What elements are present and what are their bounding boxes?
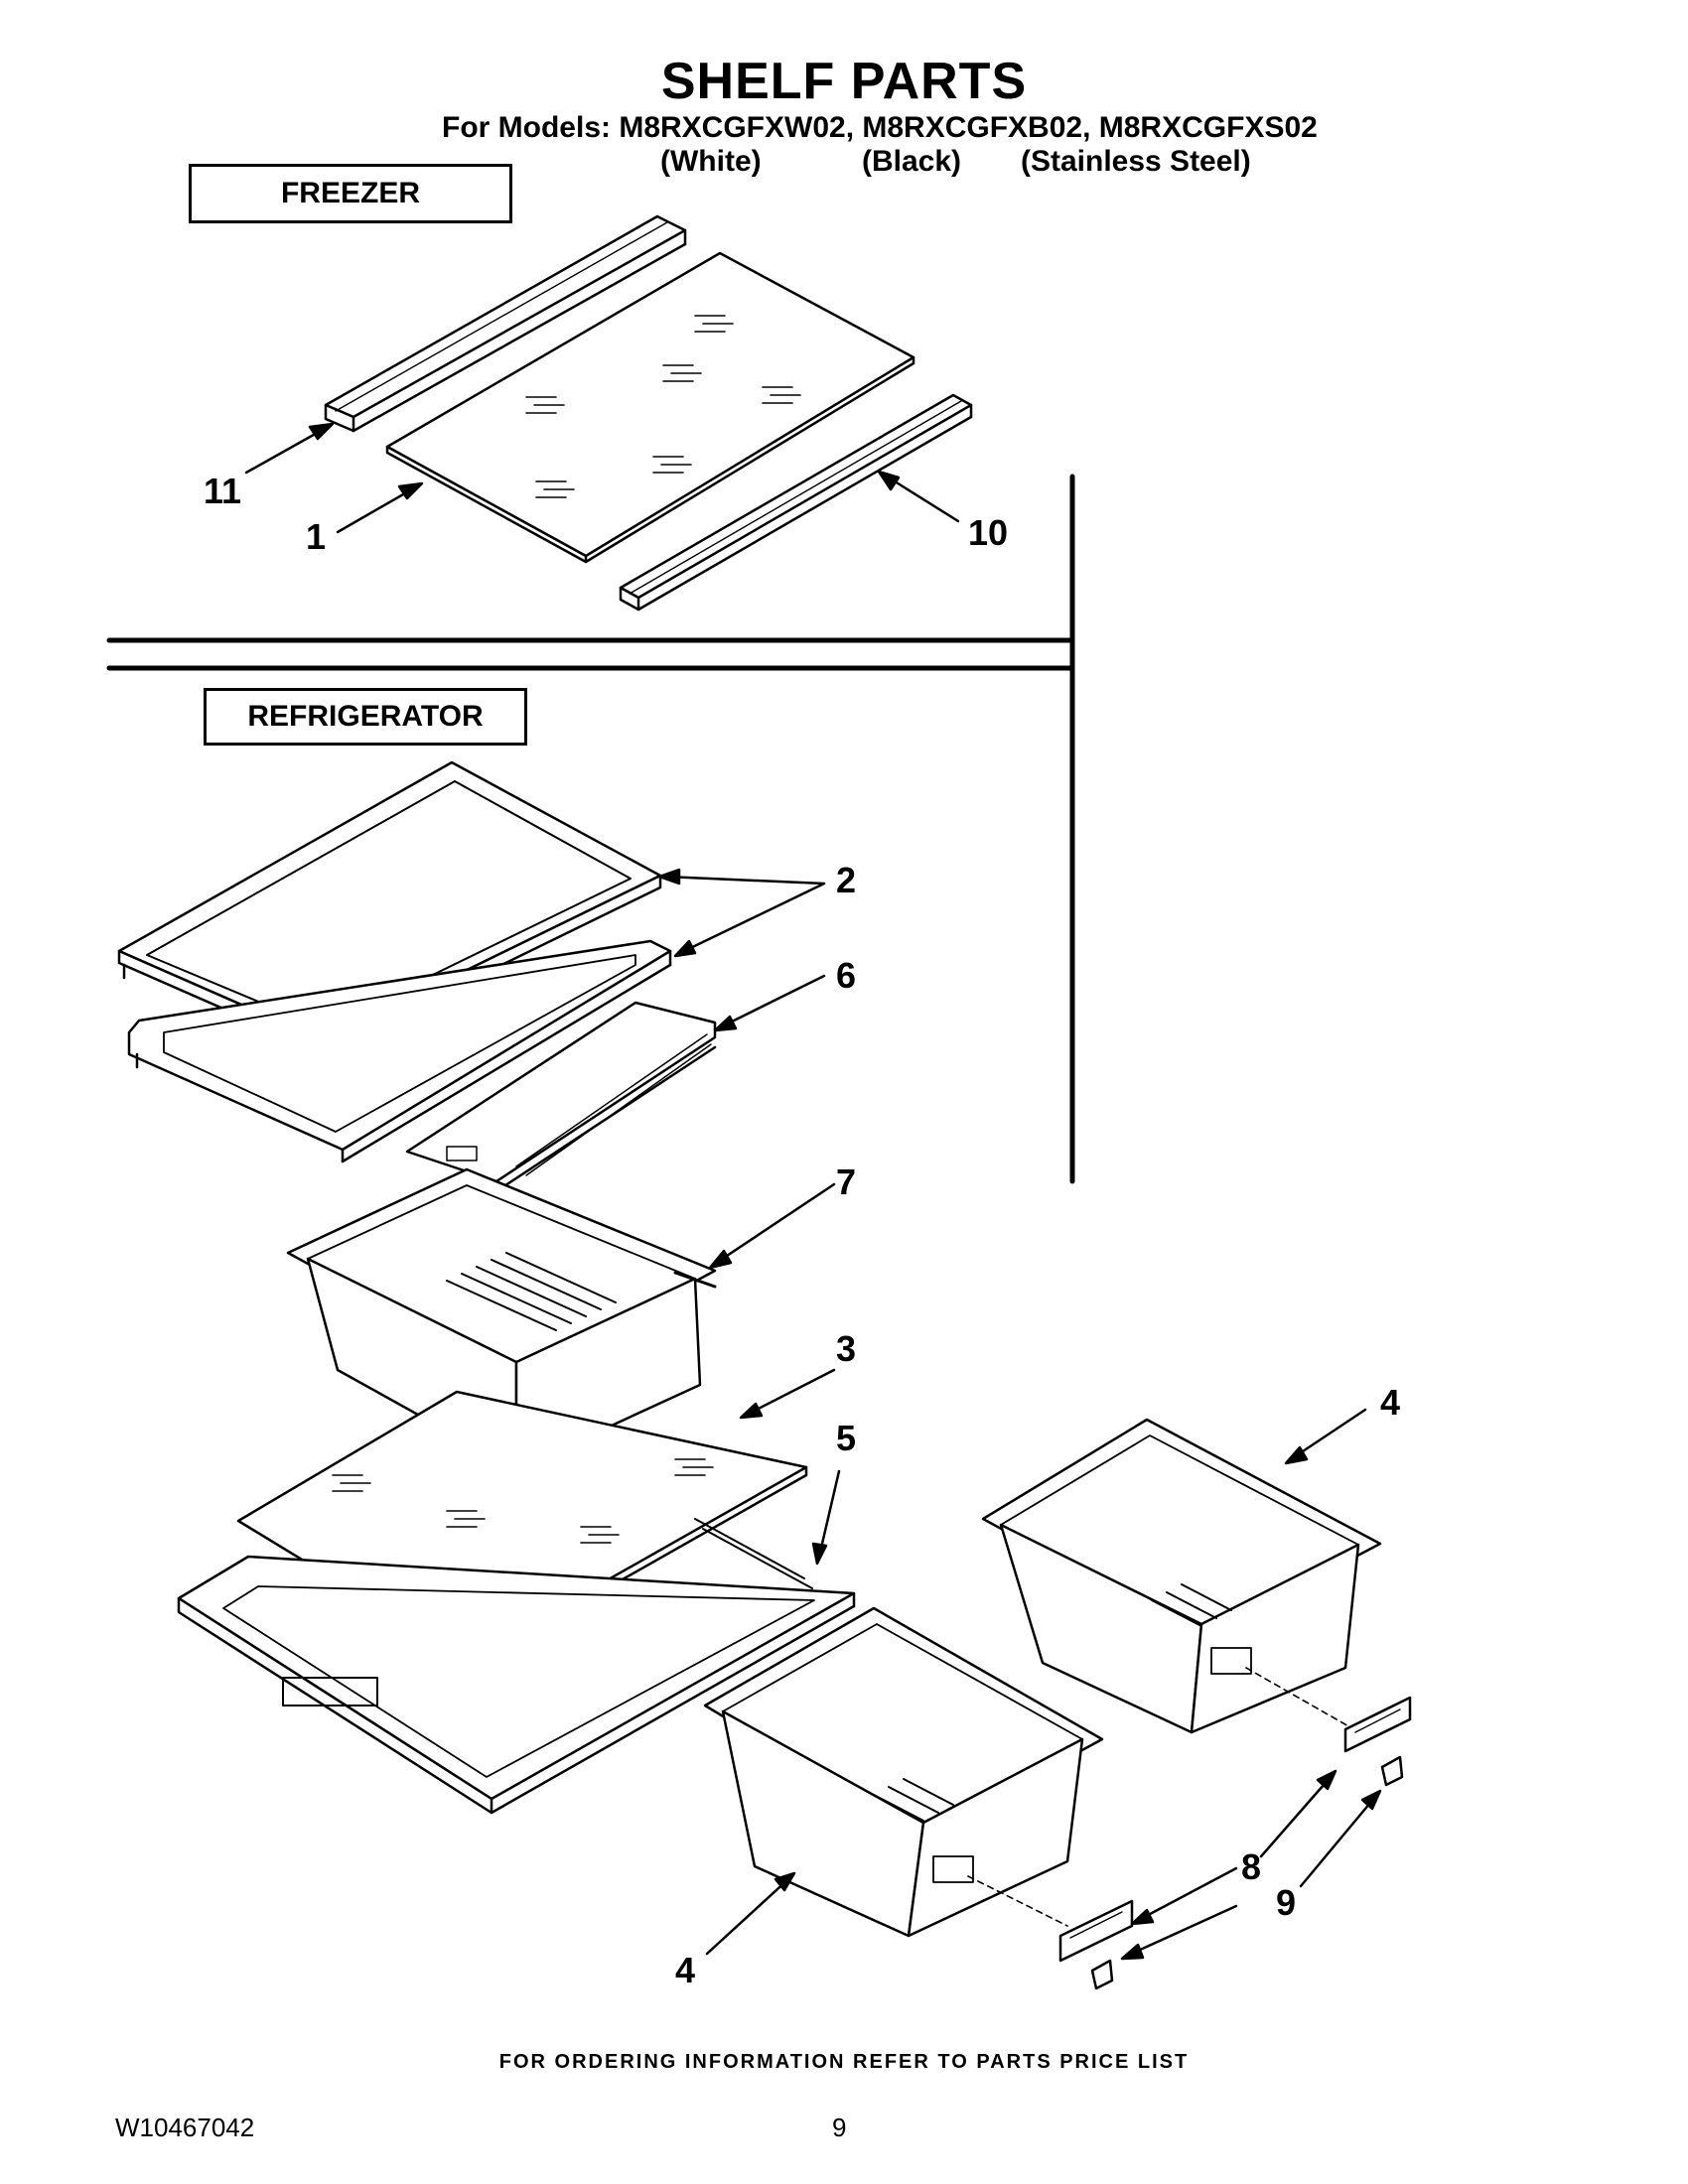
leader-lines bbox=[244, 422, 1382, 1961]
callout-5: 5 bbox=[836, 1418, 857, 1458]
callout-3: 3 bbox=[836, 1328, 857, 1369]
callout-4-right-bin: 4 bbox=[1380, 1382, 1401, 1423]
callout-1: 1 bbox=[306, 516, 327, 557]
page-title: SHELF PARTS bbox=[660, 53, 1028, 110]
crisper-cover-frame bbox=[177, 1518, 856, 1815]
freezer-shelf-trim-rear bbox=[324, 214, 687, 433]
callout-10: 10 bbox=[968, 512, 1009, 553]
model-color-stainless: (Stainless Steel) bbox=[1021, 145, 1251, 178]
model-color-white: (White) bbox=[660, 145, 762, 178]
crisper-bin-right bbox=[981, 1418, 1382, 1734]
section-label-freezer: FREEZER bbox=[189, 164, 512, 223]
section-label-refrigerator-text: REFRIGERATOR bbox=[247, 700, 484, 733]
model-color-black: (Black) bbox=[862, 145, 962, 178]
section-label-freezer-text: FREEZER bbox=[280, 177, 420, 209]
ordering-note: FOR ORDERING INFORMATION REFER TO PARTS … bbox=[498, 2051, 1190, 2073]
refrigerator-shelf-frame bbox=[127, 939, 672, 1163]
callout-11: 11 bbox=[204, 471, 242, 511]
section-divider bbox=[106, 474, 1075, 1184]
callout-7: 7 bbox=[836, 1161, 857, 1202]
freezer-glass-shelf bbox=[385, 251, 915, 564]
page-number: 9 bbox=[832, 2113, 847, 2142]
bin-slide-clip-right bbox=[1380, 1755, 1404, 1787]
callout-8: 8 bbox=[1241, 1846, 1262, 1887]
callout-4-left-bin: 4 bbox=[675, 1950, 696, 1990]
freezer-shelf-trim-front bbox=[619, 393, 973, 612]
document-number: W10467042 bbox=[115, 2113, 255, 2142]
bin-slide-tab-right bbox=[1343, 1696, 1412, 1753]
callout-6: 6 bbox=[836, 955, 857, 996]
crisper-bin-left bbox=[703, 1606, 1104, 1938]
callout-9: 9 bbox=[1276, 1882, 1297, 1923]
bin-slide-clip-left bbox=[1090, 1959, 1114, 1990]
model-numbers: For Models: M8RXCGFXW02, M8RXCGFXB02, M8… bbox=[442, 111, 1318, 144]
bin-slide-tab-left bbox=[1058, 1899, 1134, 1963]
section-label-refrigerator: REFRIGERATOR bbox=[204, 688, 527, 746]
callout-2: 2 bbox=[836, 860, 857, 900]
